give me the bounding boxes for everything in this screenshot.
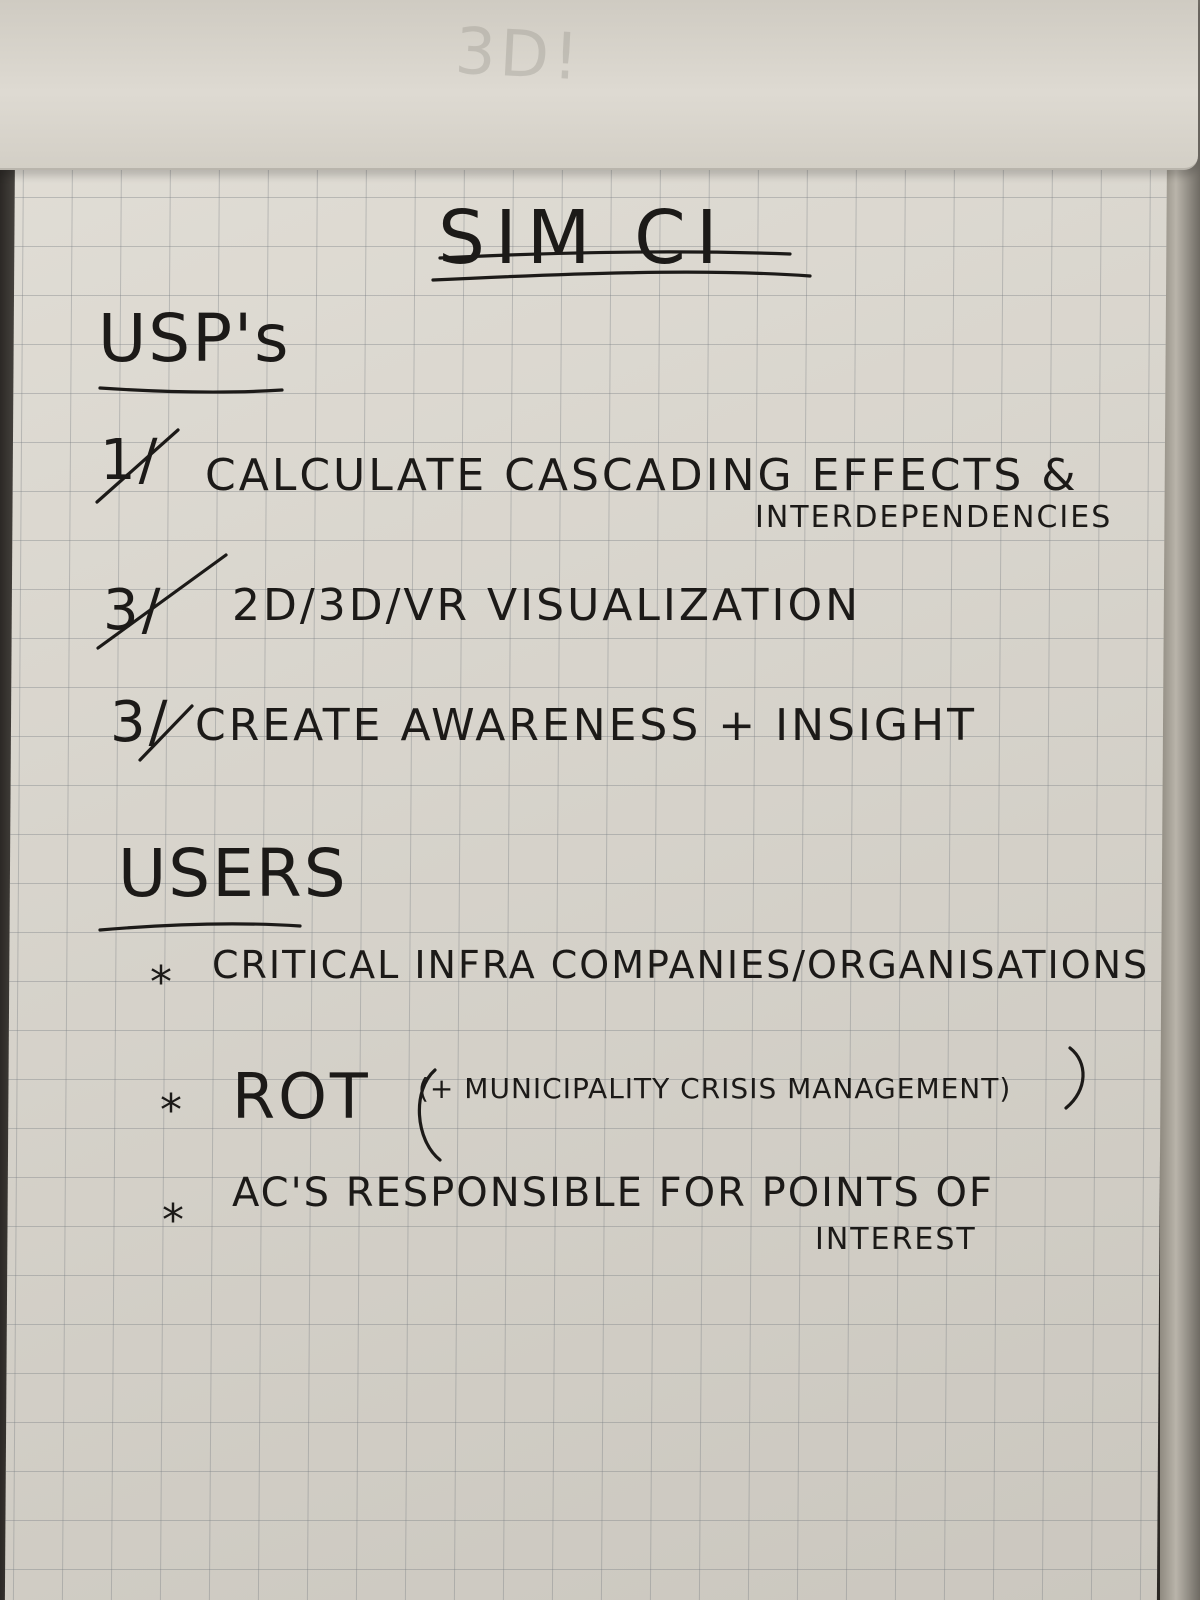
- folded-top-sheet: 3D!: [0, 0, 1198, 170]
- user-1-bullet: *: [150, 957, 175, 1008]
- item2-slash: [96, 553, 228, 650]
- usp-1-text: CALCULATE CASCADING EFFECTS &: [205, 450, 1079, 501]
- user-3-continuation: INTEREST: [815, 1222, 977, 1257]
- user-3-text: AC'S RESPONSIBLE FOR POINTS OF: [232, 1170, 994, 1216]
- item1-slash: [95, 428, 180, 504]
- usps-underline: [98, 386, 284, 394]
- usp-2-text: 2D/3D/VR VISUALIZATION: [232, 580, 862, 631]
- usps-heading: USP's: [98, 300, 291, 377]
- flipchart-frame: [1160, 0, 1200, 1600]
- usp-2-number: 3/: [103, 578, 164, 643]
- usp-3-number: 3/: [110, 690, 171, 755]
- usp-3-text: CREATE AWARENESS + INSIGHT: [195, 700, 977, 751]
- paren-right: [1064, 1046, 1085, 1110]
- user-3-bullet: *: [162, 1195, 187, 1246]
- users-underline: [98, 922, 302, 932]
- item3-slash: [138, 704, 194, 762]
- usp-1-number: 1/: [100, 428, 161, 493]
- usp-1-continuation: INTERDEPENDENCIES: [755, 500, 1113, 535]
- title-underline: [438, 250, 792, 260]
- title-underline-2: [431, 270, 812, 282]
- paren-left: [417, 1068, 442, 1162]
- page-title: SIM CI: [438, 195, 728, 281]
- users-heading: USERS: [118, 835, 348, 912]
- user-2-text: ROT: [232, 1060, 371, 1133]
- user-2-bullet: *: [160, 1085, 185, 1136]
- user-1-text: CRITICAL INFRA COMPANIES/ORGANISATIONS: [212, 943, 1150, 987]
- user-2-note: (+ MUNICIPALITY CRISIS MANAGEMENT): [418, 1072, 1012, 1105]
